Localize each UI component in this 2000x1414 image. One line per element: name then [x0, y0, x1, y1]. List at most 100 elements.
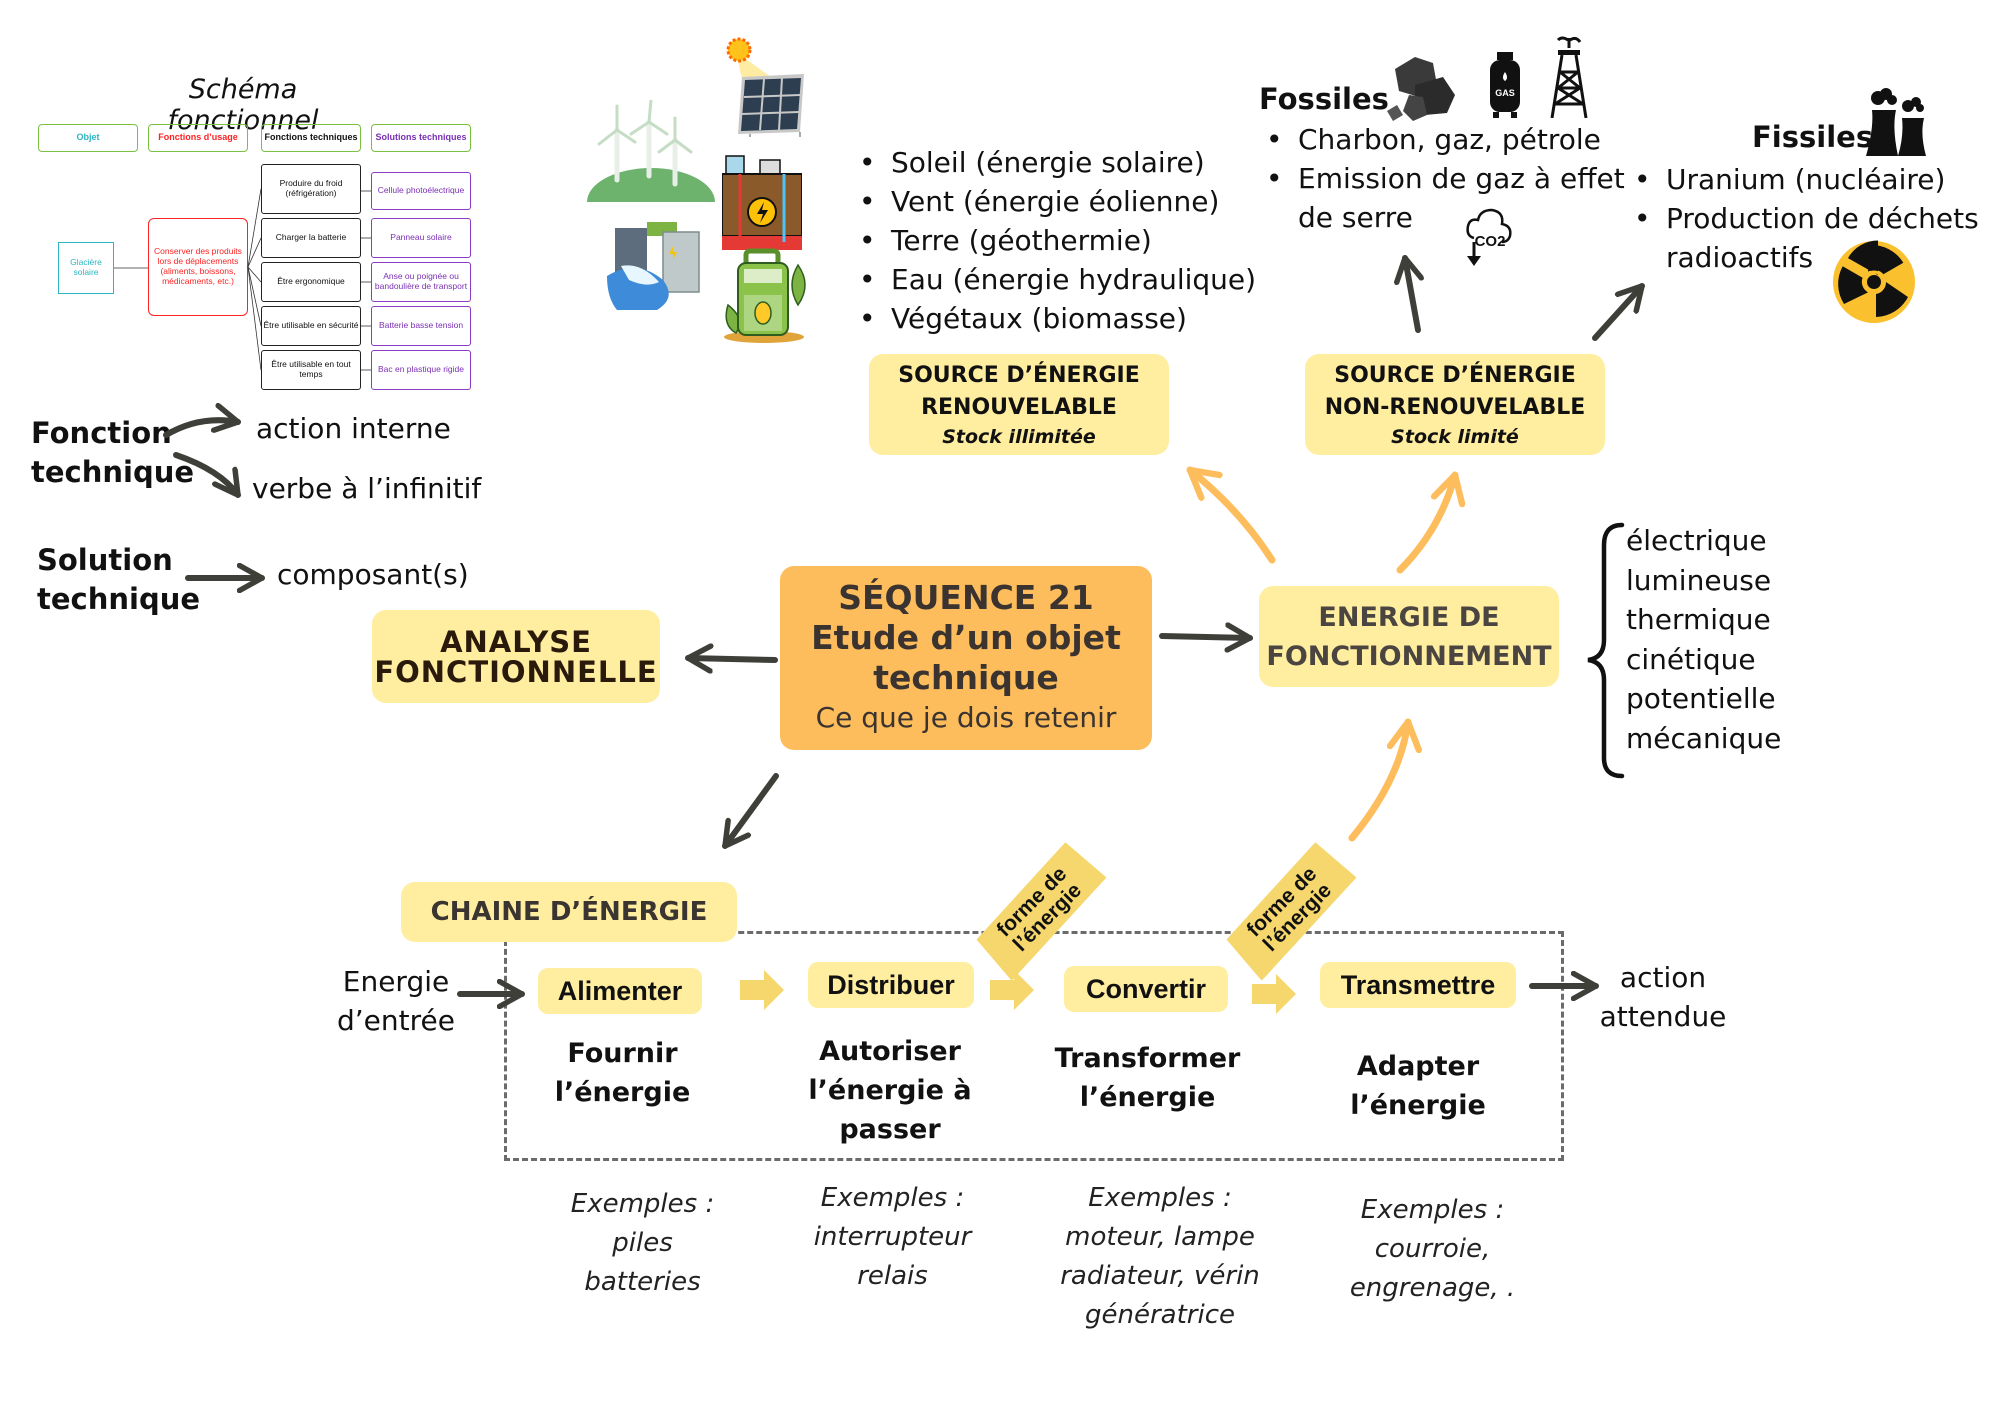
renewable-title-line: RENOUVELABLE [921, 394, 1117, 420]
input-energy-label: Energie d’entrée [336, 962, 456, 1040]
example-line: Exemples : [1088, 1183, 1232, 1213]
step-convertir: Convertir [1064, 966, 1228, 1012]
example-line: relais [857, 1261, 928, 1291]
solution-technique-term: Solution technique [37, 541, 200, 619]
non-renewable-title-line: SOURCE D’ÉNERGIE [1334, 362, 1576, 388]
chevron-arrow-icon [990, 970, 1034, 1010]
fissile-item: Production de déchets radioactifs [1630, 199, 1990, 277]
arrow-nonrenew-to-fossiles [1405, 255, 1418, 333]
desc-line: Adapter [1356, 1051, 1480, 1082]
arrow-chain-to-energie [1348, 718, 1408, 842]
energie-line: ENERGIE DE [1318, 601, 1500, 633]
sequence-subject-line2: technique [873, 658, 1059, 697]
co2-emission-icon: CO2 [1466, 208, 1512, 266]
fissiles-title: Fissiles [1752, 120, 1874, 154]
step-description: Fournir l’énergie [520, 1034, 725, 1112]
example-line: Exemples : [820, 1183, 965, 1213]
fonction-technique-meaning-1: action interne [256, 412, 451, 445]
solution-technique-meaning: composant(s) [277, 558, 469, 591]
fissile-item: Uranium (nucléaire) [1630, 160, 1990, 199]
fissiles-list: Uranium (nucléaire) Production de déchet… [1630, 160, 1990, 277]
desc-line: Transformer [1054, 1043, 1241, 1074]
energy-form: électrique [1626, 524, 1767, 557]
sequence-title: SÉQUENCE 21 [838, 578, 1094, 617]
geothermal-icon [722, 155, 802, 250]
step-distribuer: Distribuer [808, 962, 974, 1008]
desc-line: l’énergie à [808, 1075, 972, 1106]
term-line: technique [31, 455, 195, 489]
fossiles-title: Fossiles [1259, 82, 1389, 116]
step-examples: Exemples : interrupteur relais [790, 1179, 995, 1296]
renewable-item: Terre (géothermie) [855, 221, 1256, 260]
step-description: Transformer l’énergie [1040, 1039, 1255, 1117]
renewable-source-box: SOURCE D’ÉNERGIE RENOUVELABLE Stock illi… [869, 354, 1169, 455]
expected-action-line: action [1619, 961, 1707, 994]
example-line: Exemples : [1360, 1195, 1505, 1225]
step-examples: Exemples : piles batteries [540, 1185, 745, 1302]
coal-icon [1387, 57, 1455, 121]
nuclear-plant-icon [1866, 88, 1926, 156]
schema-ft-box: Être utilisable en sécurité [261, 306, 361, 346]
example-line: Exemples : [570, 1189, 715, 1219]
step-description: Autoriser l’énergie à passer [790, 1032, 990, 1149]
fossil-item: Emission de gaz à effet de serre [1262, 159, 1642, 237]
solar-panel-icon [726, 37, 804, 137]
arrow-energie-to-renewable [1186, 466, 1276, 564]
schema-fonction-usage-box: Conserver des produits lors de déplaceme… [148, 218, 248, 316]
schema-header-fonctions-techniques: Fonctions techniques [261, 124, 361, 152]
step-transmettre: Transmettre [1320, 962, 1516, 1008]
energie-line: FONCTIONNEMENT [1266, 640, 1552, 672]
radioactive-icon [1833, 240, 1915, 323]
schema-ft-box: Charger la batterie [261, 218, 361, 258]
energy-form: lumineuse [1626, 563, 1772, 597]
example-line: piles [612, 1228, 673, 1258]
fonction-technique-meaning-2: verbe à l’infinitif [252, 472, 482, 505]
example-line: moteur, lampe [1065, 1222, 1255, 1252]
non-renewable-title-line: NON-RENOUVELABLE [1324, 394, 1586, 420]
fossil-item: Charbon, gaz, pétrole [1262, 120, 1642, 159]
energy-form: mécanique [1626, 721, 1782, 755]
energie-fonctionnement-box: ENERGIE DE FONCTIONNEMENT [1259, 586, 1559, 687]
desc-line: l’énergie [1350, 1090, 1486, 1121]
analyse-line: ANALYSE [440, 624, 592, 659]
example-line: interrupteur [813, 1222, 972, 1252]
oil-derrick-icon [1550, 36, 1588, 118]
step-alimenter: Alimenter [538, 968, 702, 1014]
chevron-arrow-icon [740, 970, 784, 1010]
arrow-central-to-energie [1159, 636, 1253, 638]
fossiles-list: Charbon, gaz, pétrole Emission de gaz à … [1262, 120, 1642, 237]
schema-st-box: Panneau solaire [371, 218, 471, 258]
schema-objet-box: Glacière solaire [58, 242, 114, 294]
schema-connectors [114, 188, 371, 371]
step-examples: Exemples : courroie, engrenage, . [1330, 1191, 1535, 1308]
input-energy-line: d’entrée [337, 1004, 455, 1037]
arrow-central-to-chain [722, 773, 779, 849]
term-line: Fonction [31, 416, 172, 450]
chevron-arrow-icon [1252, 974, 1296, 1014]
hydro-dam-icon [607, 222, 700, 310]
sequence-subject-line1: Etude d’un objet [811, 618, 1121, 657]
example-line: batteries [584, 1267, 701, 1297]
central-sequence-box: SÉQUENCE 21 Etude d’un objet technique C… [780, 566, 1152, 750]
example-line: radiateur, vérin [1060, 1261, 1260, 1291]
schema-title: Schéma fonctionnel [167, 74, 319, 136]
example-line: génératrice [1085, 1300, 1235, 1330]
energy-form: thermique [1626, 603, 1771, 636]
gas-label: GAS [1495, 88, 1515, 98]
schema-st-box: Anse ou poignée ou bandoulière de transp… [371, 262, 471, 302]
desc-line: Autoriser [819, 1036, 961, 1067]
desc-line: passer [839, 1114, 941, 1145]
non-renewable-source-box: SOURCE D’ÉNERGIE NON-RENOUVELABLE Stock … [1305, 354, 1605, 455]
renewable-item: Vent (énergie éolienne) [855, 182, 1256, 221]
schema-st-box: Bac en plastique rigide [371, 350, 471, 390]
sequence-subtitle: Ce que je dois retenir [815, 701, 1117, 734]
chain-label: CHAINE D’ÉNERGIE [401, 882, 737, 942]
analyse-fonctionnelle-box: ANALYSE FONCTIONNELLE [372, 610, 660, 703]
non-renewable-stock: Stock limité [1391, 425, 1519, 448]
renewable-item: Végétaux (biomasse) [855, 299, 1256, 338]
schema-ft-box: Être utilisable en tout temps [261, 350, 361, 390]
schema-ft-box: Être ergonomique [261, 262, 361, 302]
expected-action-line: attendue [1599, 1000, 1727, 1033]
arrow-energie-to-nonrenewable [1396, 471, 1455, 574]
energy-forms-list: électrique lumineuse thermique cinétique… [1626, 521, 1781, 758]
